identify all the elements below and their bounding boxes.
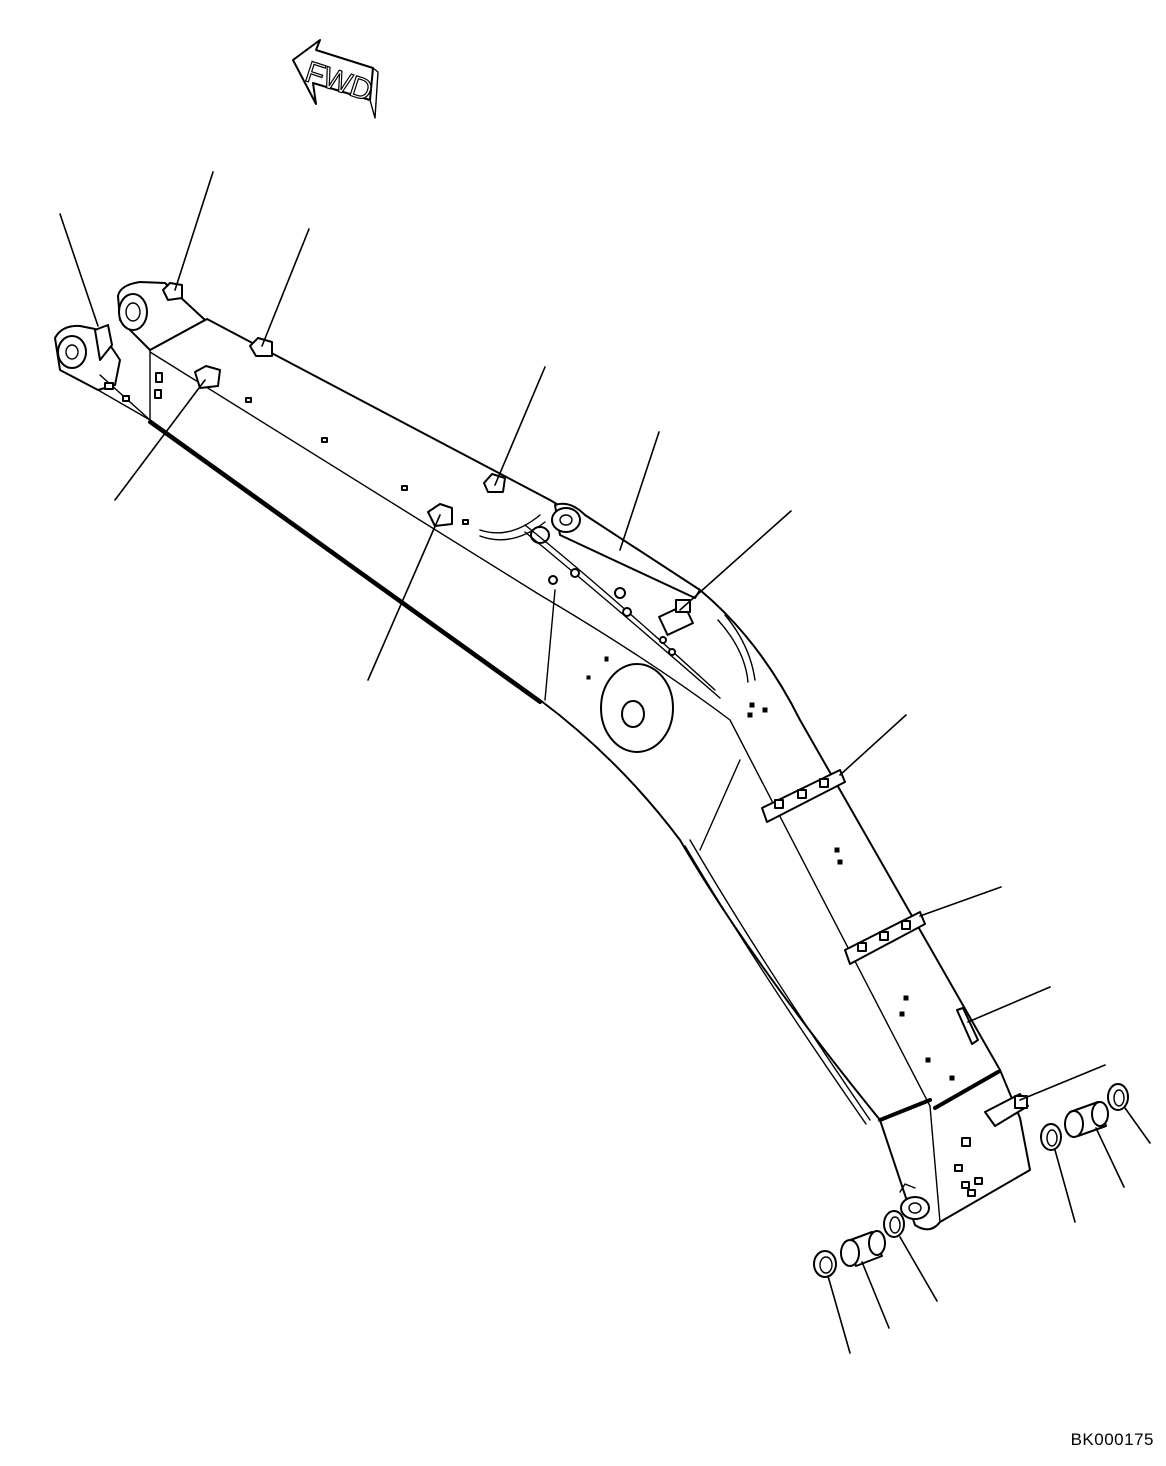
leader-line — [827, 1275, 851, 1354]
leader-lines — [59, 171, 1151, 1354]
leader-line — [59, 213, 99, 327]
fwd-arrow-icon: FWD — [292, 39, 379, 119]
leader-line — [899, 1236, 938, 1302]
arm-mid-parts — [245, 397, 768, 753]
leader-line — [967, 986, 1051, 1023]
arm-body — [148, 318, 1031, 1231]
leader-line — [367, 514, 441, 681]
leader-line — [861, 1261, 890, 1329]
leader-line — [1095, 1127, 1125, 1188]
leader-line — [174, 171, 214, 291]
leader-line — [114, 379, 206, 501]
arm-head — [54, 281, 273, 421]
leader-line — [619, 431, 660, 551]
arm-clamps — [761, 769, 1029, 1197]
fwd-label: FWD — [301, 56, 376, 108]
drawing-number: BK000175 — [1070, 1430, 1154, 1449]
leader-line — [261, 228, 310, 347]
leader-line — [1124, 1107, 1151, 1144]
leader-line — [679, 510, 792, 611]
leader-line — [1019, 1064, 1106, 1101]
leader-line — [494, 366, 546, 486]
bushing-parts — [813, 1083, 1129, 1278]
leader-line — [839, 714, 907, 776]
leader-line — [1054, 1149, 1076, 1223]
leader-line — [919, 886, 1002, 917]
